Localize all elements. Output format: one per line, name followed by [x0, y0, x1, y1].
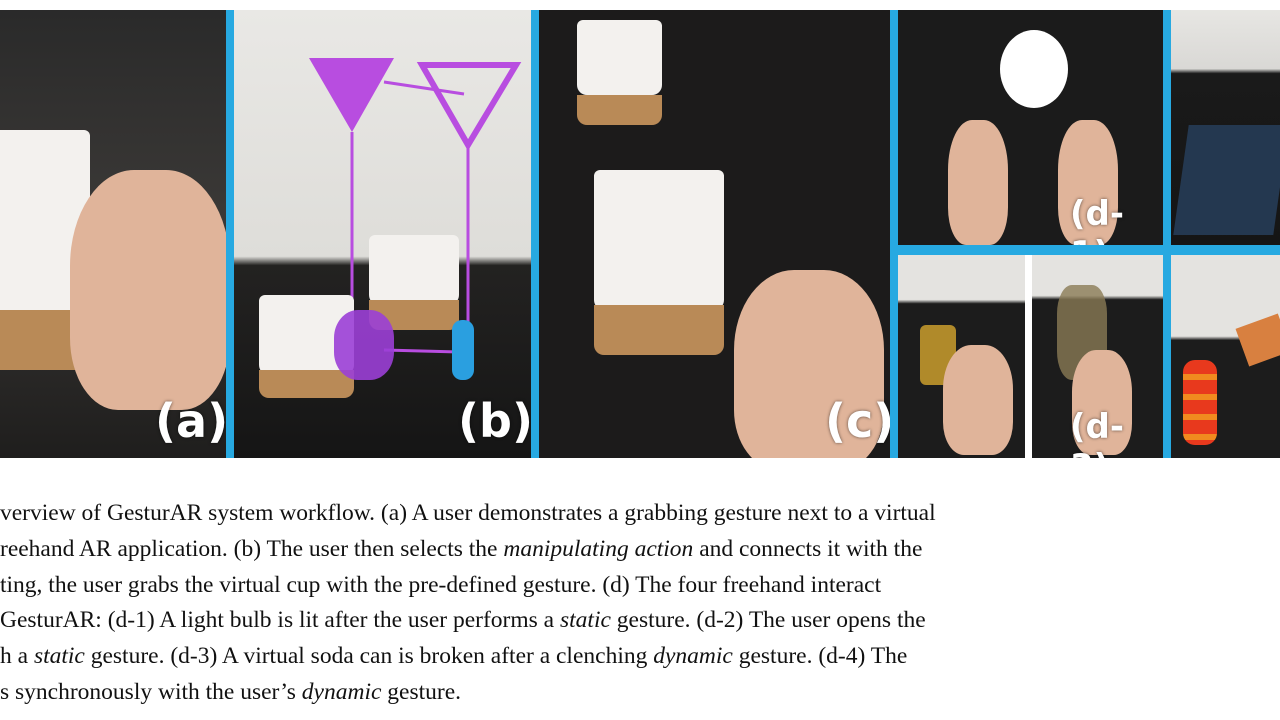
avatar-figure	[452, 320, 474, 380]
caption-text: gesture.	[381, 678, 462, 705]
caption-text: GesturAR: (d-1) A light bulb is lit afte…	[0, 607, 560, 634]
panel-c-photo: (c)	[539, 10, 890, 458]
laptop	[1173, 125, 1280, 235]
caption-emphasis: dynamic	[653, 643, 733, 670]
action-triangle-icon	[416, 62, 522, 151]
visual-programming-overlay	[309, 58, 522, 354]
caption-line: s synchronously with the user’s dynamic …	[0, 675, 1280, 711]
caption-text: gesture. (d-2) The user opens the	[610, 607, 926, 634]
light-bulb-icon	[1000, 30, 1068, 108]
panel-label-a: (a)	[155, 394, 226, 448]
caption-text: gesture. (d-3) A virtual soda can is bro…	[84, 643, 654, 670]
caption-emphasis: static	[559, 607, 611, 634]
panel-d4-photo	[1171, 255, 1280, 458]
caption-text: h a	[0, 643, 34, 670]
caption-emphasis: static	[33, 643, 85, 670]
caption-line: ting, the user grabs the virtual cup wit…	[0, 568, 1280, 604]
panel-d1-photo: (d-1)	[898, 10, 1163, 245]
virtual-object	[1235, 313, 1280, 367]
caption-line: reehand AR application. (b) The user the…	[0, 532, 1280, 568]
caption-text: s synchronously with the user’s	[0, 678, 302, 705]
caption-text: ting, the user grabs the virtual cup wit…	[0, 571, 882, 598]
caption-text: and connects it with the	[693, 535, 923, 562]
caption-emphasis: dynamic	[301, 678, 382, 705]
panel-d2-photo	[1171, 10, 1280, 245]
caption-text: gesture. (d-4) The	[732, 643, 908, 670]
caption-text: verview of GesturAR system workflow. (a)…	[0, 500, 936, 526]
caption-line: GesturAR: (d-1) A light bulb is lit afte…	[0, 603, 1280, 639]
panel-label-d1: (d-1)	[1070, 194, 1124, 245]
panel-b-photo: (b)	[234, 10, 531, 458]
caption-line: verview of GesturAR system workflow. (a)…	[0, 496, 1280, 532]
panel-d-soda-photo	[898, 255, 1025, 458]
caption-line: h a static gesture. (d-3) A virtual soda…	[0, 639, 1280, 675]
trigger-triangle-icon	[309, 58, 394, 132]
figure-caption: verview of GesturAR system workflow. (a)…	[0, 496, 1280, 711]
panel-label-b: (b)	[458, 394, 531, 448]
divider	[1025, 255, 1032, 458]
spring-toy	[1183, 360, 1217, 445]
caption-emphasis: manipulating action	[503, 535, 694, 562]
panel-d3-photo: (d-3)	[1032, 255, 1163, 458]
figure: (a) (b) (c) (d-1)	[0, 10, 1280, 458]
panel-label-c: (c)	[825, 394, 890, 448]
hand-skeleton	[334, 310, 394, 380]
caption-text: reehand AR application. (b) The user the…	[0, 535, 504, 562]
panel-a-photo: (a)	[0, 10, 226, 458]
panel-label-d3: (d-3)	[1070, 407, 1124, 458]
